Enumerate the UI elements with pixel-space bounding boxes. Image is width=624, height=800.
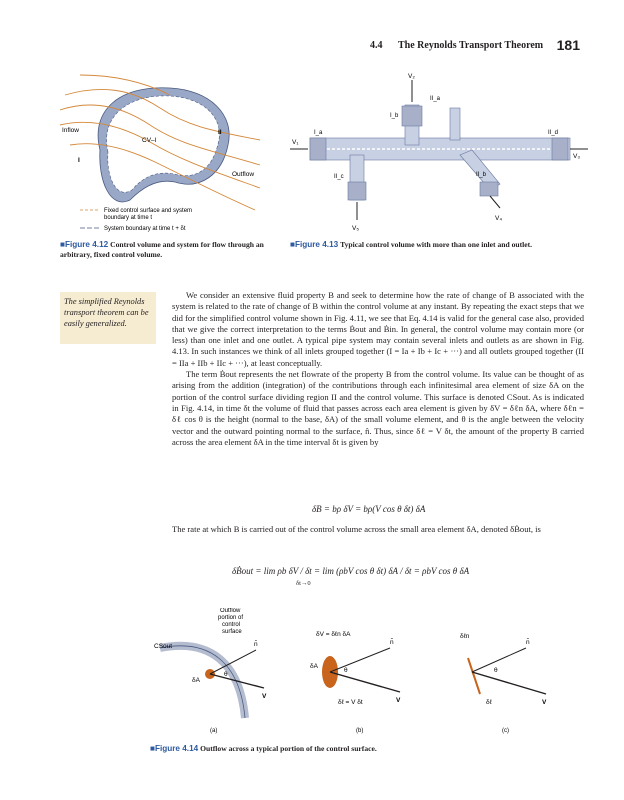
- da-label-b: δA: [310, 663, 319, 670]
- section-number: 4.4: [370, 40, 383, 51]
- inflow-label: Inflow: [62, 127, 79, 134]
- n-label-c: n̂: [526, 638, 530, 646]
- fig413-caption-text: Typical control volume with more than on…: [340, 240, 533, 249]
- v3-label: V₃: [573, 153, 580, 160]
- ib-label: I_b: [390, 113, 399, 119]
- dln-label: δℓn: [460, 633, 470, 640]
- fig413-caption: Figure 4.13 Typical control volume with …: [290, 240, 590, 250]
- iid-label: II_d: [548, 130, 558, 136]
- fig413-diagram: V₂ V₁ V₃ V₅ V₄ I_b II_a I_a II_d II_c II…: [290, 73, 588, 232]
- area-element-c: [467, 657, 481, 695]
- panel-a: Outflow portion of control surface CSout…: [154, 608, 267, 734]
- panel-a-label: (a): [210, 728, 217, 734]
- theta-label-a: θ: [224, 671, 228, 678]
- n-label-a: n̂: [254, 640, 258, 648]
- v2-label: V₂: [408, 73, 415, 80]
- dl-label: δℓ = V δt: [338, 699, 363, 706]
- dv-label: δV = δℓn δA: [316, 631, 351, 638]
- paragraph-3: The rate at which B is carried out of th…: [172, 524, 541, 534]
- outflow-note-3: control: [222, 622, 240, 628]
- outflow-note-4: surface: [222, 629, 242, 635]
- body-text-2: The rate at which B is carried out of th…: [172, 524, 584, 535]
- v1-label: V₁: [292, 139, 299, 146]
- velocity-arrows: [290, 80, 588, 220]
- v-label-b: V: [396, 697, 401, 704]
- fig412-caption: Figure 4.12 Control volume and system fo…: [60, 240, 275, 260]
- outflow-note-1: Outflow: [220, 608, 241, 614]
- iia-label: II_a: [430, 96, 441, 102]
- body-text: We consider an extensive fluid property …: [172, 290, 584, 448]
- margin-note: The simplified Reynolds transport theore…: [60, 292, 156, 344]
- fig412-caption-text: Control volume and system for flow throu…: [60, 240, 264, 259]
- theta-label-b: θ: [344, 667, 348, 674]
- v-label-c: V: [542, 699, 547, 706]
- running-header: 4.4 The Reynolds Transport Theorem 181: [370, 37, 580, 56]
- outflow-label: Outflow: [232, 171, 254, 178]
- fig412-number: Figure 4.12: [60, 240, 108, 249]
- lim-subscript: δt→0: [296, 580, 311, 587]
- figure-4-13: V₂ V₁ V₃ V₅ V₄ I_b II_a I_a II_d II_c II…: [290, 70, 590, 240]
- iib-label: II_b: [476, 172, 487, 178]
- panel-b-label: (b): [356, 728, 363, 734]
- legend-fixed-2: boundary at time t: [104, 215, 152, 221]
- fig414-number: Figure 4.14: [150, 744, 198, 753]
- csout-label: CSout: [154, 643, 172, 650]
- region-ii-label: II: [218, 129, 222, 136]
- fig412-diagram: Inflow CV–I II I Outflow Fixed control s…: [59, 74, 261, 232]
- panel-b: δV = δℓn δA δA θ n̂ V δℓ = V δt (b): [310, 631, 401, 734]
- panel-c: δℓn θ n̂ V δℓ (c): [460, 633, 547, 734]
- cv-label: CV–I: [142, 137, 157, 144]
- end-caps: [309, 105, 569, 201]
- streamlines: [59, 74, 261, 211]
- dl2-label: δℓ: [486, 699, 493, 706]
- equation-1: δB = bρ δV = bρ(V cos θ δt) δA: [312, 504, 426, 514]
- region-i-label: I: [78, 157, 80, 164]
- figure-4-14: Outflow portion of control surface CSout…: [150, 608, 590, 738]
- n-label-b: n̂: [390, 638, 394, 646]
- paragraph-1: We consider an extensive fluid property …: [172, 290, 584, 368]
- theta-label-c: θ: [494, 667, 498, 674]
- v-label-a: V: [262, 693, 267, 700]
- outflow-note-2: portion of: [218, 615, 243, 621]
- iic-label: II_c: [334, 174, 344, 180]
- page-number: 181: [556, 37, 580, 53]
- equation-2: δḂout = lim ρb δV / δt = lim (ρbV cos θ …: [232, 566, 470, 576]
- fig414-caption: Figure 4.14 Outflow across a typical por…: [150, 744, 590, 754]
- fig413-number: Figure 4.13: [290, 240, 338, 249]
- fig414-caption-text: Outflow across a typical portion of the …: [200, 744, 377, 753]
- panel-c-label: (c): [502, 728, 509, 734]
- figure-4-12: Inflow CV–I II I Outflow Fixed control s…: [59, 70, 280, 240]
- section-title: The Reynolds Transport Theorem: [398, 40, 544, 51]
- legend-system: System boundary at time t + δt: [104, 226, 186, 232]
- legend-fixed: Fixed control surface and system: [104, 208, 192, 214]
- ia-label: I_a: [314, 130, 323, 136]
- fig414-diagram: Outflow portion of control surface CSout…: [154, 608, 547, 734]
- v5-label: V₅: [352, 225, 359, 232]
- paragraph-2: The term Ḃout represents the net flowrat…: [172, 369, 584, 447]
- v4-label: V₄: [495, 215, 502, 222]
- da-label-a: δA: [192, 677, 201, 684]
